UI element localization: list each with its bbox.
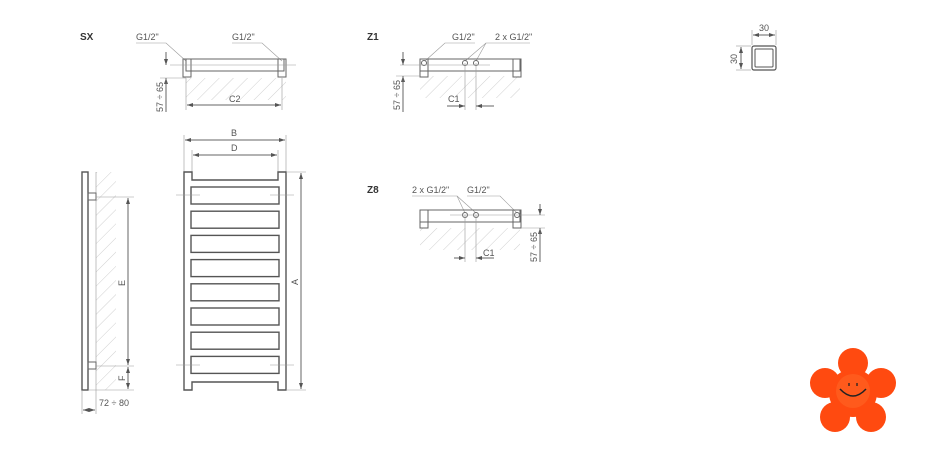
sx-dim-wall: 57 ÷ 65: [155, 82, 165, 112]
rung: [190, 210, 280, 229]
sx-dim-c2: C2: [229, 94, 241, 104]
profile-height: 30: [729, 54, 739, 64]
profile-width: 30: [759, 23, 769, 33]
z1-conn-double-label: 2 x G1/2": [495, 32, 532, 42]
rung: [190, 355, 280, 375]
rung: [190, 307, 280, 326]
rung: [190, 283, 280, 302]
z8-conn-single-label: G1/2": [467, 185, 490, 195]
z1-top-view: Z1 G1/2" 2 x G1/2" 57 ÷ 65 C1: [367, 32, 532, 112]
side-dim-f: F: [117, 375, 127, 381]
sx-title: SX: [80, 32, 94, 43]
front-view: B D A: [176, 128, 306, 391]
flower-logo: [810, 348, 896, 432]
z1-conn-single-label: G1/2": [452, 32, 475, 42]
front-dim-b: B: [231, 128, 237, 138]
z1-title: Z1: [367, 32, 379, 43]
side-dim-depth: 72 ÷ 80: [99, 398, 129, 408]
side-dim-e: E: [117, 280, 127, 286]
sx-conn-left-label: G1/2": [136, 32, 159, 42]
rung: [190, 186, 280, 205]
z8-conn-double-label: 2 x G1/2": [412, 185, 449, 195]
profile-section: 30 30: [729, 23, 777, 71]
z8-dim-wall: 57 ÷ 65: [529, 232, 539, 262]
z8-dim-c1: C1: [483, 248, 495, 258]
z1-dim-wall: 57 ÷ 65: [392, 80, 402, 110]
rung: [190, 234, 280, 254]
z8-title: Z8: [367, 185, 379, 196]
side-view: E F 72 ÷ 80: [81, 171, 134, 414]
front-dim-a: A: [290, 279, 300, 285]
z8-top-view: Z8 2 x G1/2" G1/2" 57 ÷ 65 C1: [367, 185, 545, 262]
rung: [190, 331, 280, 350]
sx-conn-right-label: G1/2": [232, 32, 255, 42]
z1-dim-c1: C1: [448, 94, 460, 104]
rung: [190, 258, 280, 278]
rungs: [190, 186, 280, 375]
front-dim-d: D: [231, 143, 238, 153]
sx-top-view: SX G1/2" G1/2" 57 ÷ 65 C2: [80, 32, 296, 112]
